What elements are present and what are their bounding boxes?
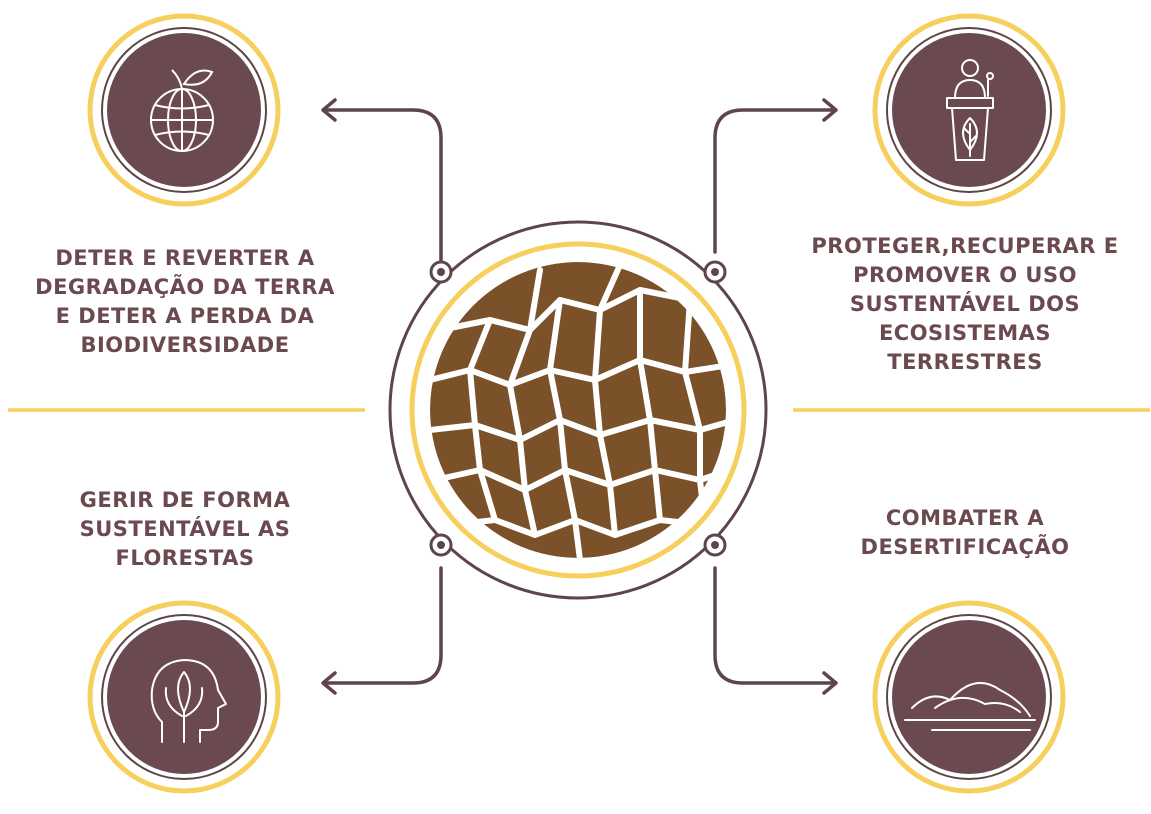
- goal-label-line: BIODIVERSIDADE: [80, 333, 290, 357]
- head-leaf-icon: [150, 659, 227, 743]
- target-dot-bottom-left: [429, 533, 453, 557]
- target-dot-top-right: [703, 260, 727, 284]
- goal-label-line: DETER E REVERTER A: [55, 246, 315, 270]
- goal-label-line: FLORESTAS: [115, 546, 255, 570]
- connector-bottom-right: [713, 566, 838, 695]
- center-emblem: [388, 220, 768, 600]
- connector-top-right: [713, 98, 838, 254]
- goal-circle-top-left: [87, 13, 281, 207]
- goal-label-line: DEGRADAÇÃO DA TERRA: [35, 275, 335, 299]
- cracked-earth-icon: [430, 262, 726, 558]
- goal-circle-bottom-left: [87, 600, 281, 794]
- goal-label-line: COMBATER A: [885, 506, 1045, 530]
- connector-bottom-left: [321, 566, 443, 695]
- goal-circle-top-right: [872, 13, 1066, 207]
- target-dot-bottom-right: [703, 533, 727, 557]
- goal-label-line: E DETER A PERDA DA: [55, 304, 315, 328]
- connector-top-left: [321, 98, 443, 264]
- goal-label-line: PROMOVER O USO: [853, 263, 1077, 287]
- goal-label-bottom-left: GERIR DE FORMA SUSTENTÁVEL AS FLORESTAS: [10, 486, 360, 573]
- speaker-podium-leaf-icon: [946, 59, 994, 161]
- goal-label-bottom-right: COMBATER A DESERTIFICAÇÃO: [790, 504, 1140, 562]
- goal-label-line: TERRESTRES: [887, 350, 1043, 374]
- goal-label-line: SUSTENTÁVEL AS: [79, 517, 291, 541]
- dunes-icon: [904, 681, 1036, 731]
- goal-label-line: SUSTENTÁVEL DOS: [849, 292, 1081, 316]
- target-dot-top-left: [429, 260, 453, 284]
- goal-label-line: GERIR DE FORMA: [79, 488, 291, 512]
- goal-circle-bottom-right: [872, 600, 1066, 794]
- goal-label-line: ECOSISTEMAS: [878, 321, 1052, 345]
- goal-label-line: DESERTIFICAÇÃO: [860, 535, 1070, 559]
- goal-label-top-right: PROTEGER,RECUPERAR E PROMOVER O USO SUST…: [790, 232, 1140, 377]
- apple-globe-icon: [150, 69, 214, 152]
- goal-label-line: PROTEGER,RECUPERAR E: [811, 234, 1119, 258]
- goal-label-top-left: DETER E REVERTER A DEGRADAÇÃO DA TERRA E…: [10, 244, 360, 360]
